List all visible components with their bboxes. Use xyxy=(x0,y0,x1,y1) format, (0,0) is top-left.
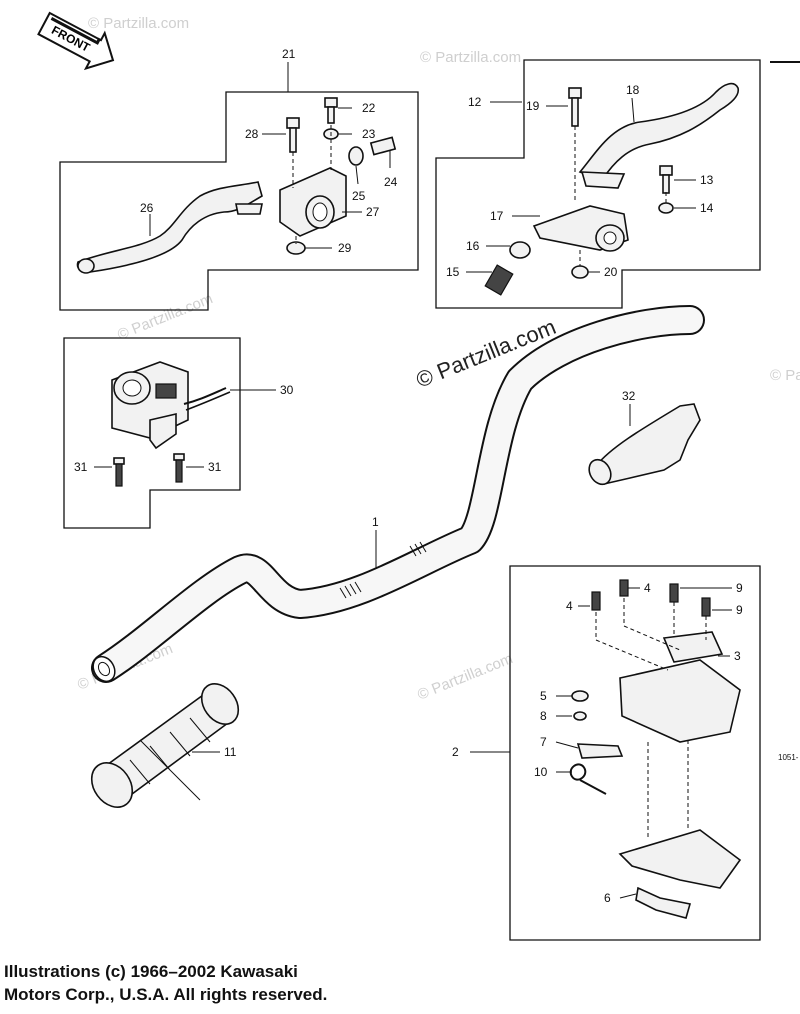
switch-housing-30 xyxy=(111,361,231,450)
bolt-19 xyxy=(568,87,582,127)
adjuster-15 xyxy=(484,264,514,296)
callout-16: 16 xyxy=(466,239,480,253)
callout-6: 6 xyxy=(604,891,611,905)
footer-line-1: Illustrations (c) 1966–2002 Kawasaki xyxy=(4,962,298,981)
brake-lever-group-frame xyxy=(435,59,761,309)
callout-31a: 31 xyxy=(74,460,88,474)
front-arrow-icon: FRONT xyxy=(37,11,115,71)
callout-11: 11 xyxy=(224,745,237,759)
brake-holder-17 xyxy=(532,205,629,252)
case-top xyxy=(619,659,741,743)
callout-9b: 9 xyxy=(736,603,743,617)
clutch-lever-26 xyxy=(76,181,263,274)
bolt-13 xyxy=(659,165,673,194)
callout-13: 13 xyxy=(700,173,714,187)
callout-26: 26 xyxy=(140,201,154,215)
clutch-lever-holder-27 xyxy=(279,167,347,237)
bolt-28 xyxy=(286,117,300,153)
brake-lever-18 xyxy=(578,82,740,189)
watermark-text: © Partzilla.com xyxy=(115,290,215,344)
footer-line-2: Motors Corp., U.S.A. All rights reserved… xyxy=(4,985,328,1004)
callout-12: 12 xyxy=(468,95,482,109)
throttle-arm-7 xyxy=(576,743,624,759)
callout-15: 15 xyxy=(446,265,460,279)
callout-20: 20 xyxy=(604,265,618,279)
callout-10: 10 xyxy=(534,765,548,779)
callout-14: 14 xyxy=(700,201,714,215)
watermark-text: © Partzilla.com xyxy=(420,49,521,66)
leader-lines xyxy=(94,62,732,899)
screw-31a xyxy=(113,457,125,487)
callout-5: 5 xyxy=(540,689,547,703)
callout-9a: 9 xyxy=(736,581,743,595)
washer-14 xyxy=(658,202,674,214)
callout-8: 8 xyxy=(540,709,547,723)
watermark-text: © Partzilla.com xyxy=(770,367,800,384)
callout-1: 1 xyxy=(372,515,379,529)
screw-31b xyxy=(173,453,185,483)
callout-4a: 4 xyxy=(566,599,573,613)
bolt-22 xyxy=(324,97,338,124)
throttle-case-group-frame xyxy=(509,565,761,941)
callout-21: 21 xyxy=(282,47,296,61)
callout-29: 29 xyxy=(338,241,352,255)
callout-18: 18 xyxy=(626,83,640,97)
nut-5 xyxy=(571,690,589,702)
callout-31b: 31 xyxy=(208,460,222,474)
washer-8 xyxy=(573,711,587,721)
callout-32: 32 xyxy=(622,389,636,403)
case-bottom xyxy=(618,829,742,889)
callout-7: 7 xyxy=(540,735,547,749)
callout-27: 27 xyxy=(366,205,380,219)
cover-3 xyxy=(662,631,724,663)
bolt-9a xyxy=(669,583,679,603)
watermark-text: © Partzilla.com xyxy=(415,650,515,704)
cable-6 xyxy=(635,886,692,919)
callout-22: 22 xyxy=(362,101,376,115)
bolt-4b xyxy=(619,579,629,597)
nut-20 xyxy=(571,265,589,279)
copyright-footer: Illustrations (c) 1966–2002 Kawasaki Mot… xyxy=(4,960,327,1006)
drawing-code: 1051- xyxy=(778,753,799,762)
callouts: 21 22 23 28 24 25 27 29 26 12 19 18 13 1… xyxy=(74,47,799,905)
adjuster-24 xyxy=(369,136,397,156)
callout-28: 28 xyxy=(245,127,259,141)
switch-housing-group-frame xyxy=(63,337,241,529)
throttle-housing-32 xyxy=(588,403,701,486)
clutch-lever-group-frame xyxy=(59,91,419,311)
callout-23: 23 xyxy=(362,127,376,141)
callout-30: 30 xyxy=(280,383,294,397)
callout-19: 19 xyxy=(526,99,540,113)
spring-10 xyxy=(569,763,607,795)
callout-25: 25 xyxy=(352,189,366,203)
callout-2: 2 xyxy=(452,745,459,759)
watermark-text: © Partzilla.com xyxy=(88,15,189,32)
grip-11 xyxy=(90,683,240,808)
handlebar-1 xyxy=(91,305,705,683)
seal-16 xyxy=(509,241,531,259)
callout-3: 3 xyxy=(734,649,741,663)
callout-24: 24 xyxy=(384,175,398,189)
bolt-4a xyxy=(591,591,601,611)
callout-17: 17 xyxy=(490,209,504,223)
bolt-9b xyxy=(701,597,711,617)
nut-25 xyxy=(348,146,364,166)
callout-4b: 4 xyxy=(644,581,651,595)
